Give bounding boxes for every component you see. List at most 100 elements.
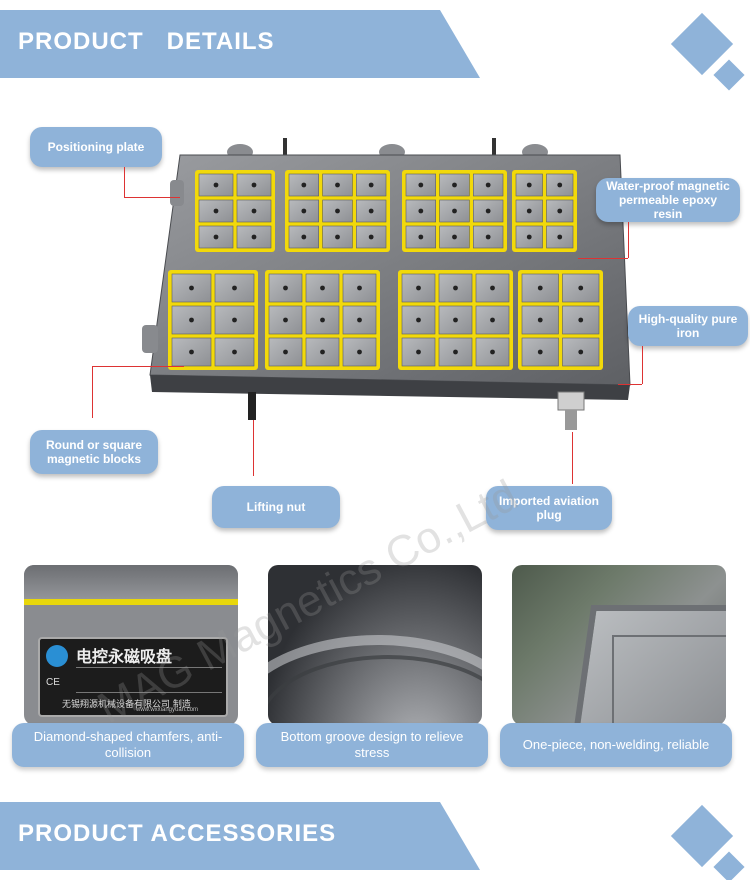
diamond-small-icon	[713, 851, 745, 880]
leader-line	[618, 384, 642, 385]
block-hole	[335, 182, 340, 188]
block-hole	[418, 182, 424, 188]
block-hole	[301, 234, 307, 240]
leader-line	[124, 167, 125, 197]
block-hole	[357, 285, 362, 291]
caption-chamfers: Diamond-shaped chamfers, anti-collision	[12, 723, 244, 767]
leader-line	[92, 366, 93, 418]
block-hole	[232, 349, 237, 355]
logo-icon	[46, 645, 68, 667]
block-hole	[526, 208, 532, 214]
bolt	[283, 138, 287, 158]
bolt	[492, 138, 496, 158]
nameplate: 电控永磁吸盘 CE 无锡翔源机械设备有限公司 制造 www.wxxiangyua…	[38, 637, 228, 717]
ce-mark: CE	[46, 677, 60, 688]
block-hole	[485, 182, 491, 188]
header-banner: PRODUCT DETAILS	[0, 10, 750, 91]
section-title: PRODUCT ACCESSORIES	[18, 820, 337, 847]
leader-line	[253, 420, 254, 476]
block-hole	[251, 182, 257, 188]
block-hole	[557, 182, 563, 188]
block-hole	[453, 349, 458, 355]
block-hole	[557, 234, 563, 240]
block-hole	[320, 285, 325, 291]
leader-line	[642, 346, 643, 384]
block-hole	[557, 208, 563, 214]
block-hole	[283, 349, 288, 355]
block-hole	[416, 317, 421, 323]
block-hole	[537, 317, 543, 323]
callout-pure-iron: High-quality pure iron	[628, 306, 748, 346]
block-hole	[578, 317, 584, 323]
block-hole	[283, 285, 288, 291]
block-hole	[301, 208, 307, 214]
diamond-small-icon	[713, 59, 745, 91]
footer-banner: PRODUCT ACCESSORIES	[0, 802, 750, 880]
block-hole	[189, 349, 194, 355]
block-hole	[335, 234, 340, 240]
block-hole	[213, 208, 219, 214]
block-hole	[320, 349, 325, 355]
block-hole	[320, 317, 325, 323]
block-hole	[357, 349, 362, 355]
block-hole	[526, 234, 532, 240]
leader-line	[578, 258, 628, 259]
magnetic-block	[342, 337, 377, 367]
block-hole	[368, 208, 374, 214]
photo-bottom-groove	[268, 565, 482, 725]
block-hole	[357, 317, 362, 323]
block-hole	[368, 182, 374, 188]
block-hole	[490, 349, 495, 355]
nameplate-website: www.wxxiangyuan.com	[136, 707, 199, 713]
side-boss	[142, 325, 158, 353]
footer-band	[0, 802, 480, 870]
block-hole	[189, 317, 194, 323]
block-hole	[251, 234, 257, 240]
leader-line	[628, 222, 629, 258]
block-hole	[418, 234, 424, 240]
callout-aviation-plug: Imported aviation plug	[486, 486, 612, 530]
block-hole	[416, 285, 421, 291]
block-hole	[283, 317, 288, 323]
block-hole	[578, 349, 584, 355]
block-hole	[453, 317, 458, 323]
block-hole	[537, 349, 543, 355]
groove-ring	[268, 635, 482, 725]
block-hole	[485, 208, 491, 214]
block-hole	[578, 285, 584, 291]
callout-epoxy-resin: Water-proof magnetic permeable epoxy res…	[596, 178, 740, 222]
page-title: PRODUCT DETAILS	[18, 28, 275, 55]
block-hole	[537, 285, 543, 291]
side-boss	[170, 180, 184, 206]
aviation-plug	[565, 410, 577, 430]
block-hole	[452, 208, 457, 214]
callout-magnetic-blocks: Round or square magnetic blocks	[30, 430, 158, 474]
caption-groove: Bottom groove design to relieve stress	[256, 723, 488, 767]
block-hole	[368, 234, 374, 240]
magnetic-chuck-illustration	[142, 138, 631, 430]
block-hole	[418, 208, 424, 214]
block-hole	[490, 317, 495, 323]
block-hole	[452, 234, 457, 240]
block-hole	[232, 285, 237, 291]
caption-one-piece: One-piece, non-welding, reliable	[500, 723, 732, 767]
header-band	[0, 10, 480, 78]
block-hole	[335, 208, 340, 214]
photo-nameplate: 电控永磁吸盘 CE 无锡翔源机械设备有限公司 制造 www.wxxiangyua…	[24, 565, 238, 725]
block-hole	[416, 349, 421, 355]
nameplate-company: 无锡翔源机械设备有限公司 制造	[62, 700, 191, 710]
block-hole	[453, 285, 458, 291]
callout-positioning-plate: Positioning plate	[30, 127, 162, 167]
plate-side	[150, 375, 630, 400]
pole-groups	[168, 170, 603, 370]
block-hole	[213, 234, 219, 240]
leader-line	[572, 432, 573, 484]
block-hole	[485, 234, 491, 240]
block-hole	[301, 182, 307, 188]
block-hole	[452, 182, 457, 188]
aviation-plug-box	[557, 391, 585, 411]
leader-line	[124, 197, 180, 198]
block-hole	[251, 208, 257, 214]
magnetic-block	[268, 273, 303, 303]
block-hole	[189, 285, 194, 291]
